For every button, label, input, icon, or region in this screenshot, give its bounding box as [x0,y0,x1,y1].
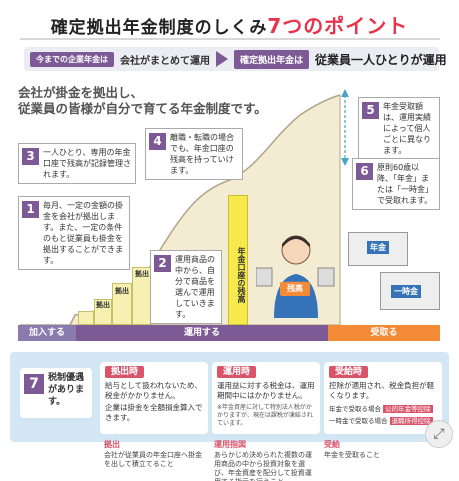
phase-join: 加入する [18,325,76,341]
bar-2: 拠出 [94,299,112,325]
bar-1 [78,311,94,325]
comparison-strip: 今までの企業年金は 会社がまとめて運用 確定拠出年金は 従業員一人ひとりが運用 [24,47,447,71]
phase-manage: 運用する [76,325,328,341]
glossary-manage: 運用指図 あらかじめ決められた複数の運用商品の中から投資対象を選び、年金資産を配… [214,440,312,481]
phase-receive: 受取る [328,325,440,341]
card-receive: 受給時 控除が適用され、税金負担が軽くなります。 年金で受取る場合 公的年金等控… [324,362,442,434]
balance-bar: 年金口座の残高 [228,195,248,325]
point-4: 4 離職・転職の場合でも、年金口座の残高を持っていけます。 [145,128,243,180]
lead-text: 会社が掛金を拠出し、 従業員の皆様が自分で育てる年金制度です。 [18,85,267,116]
balance-tag: 残高 [280,282,310,296]
after-tag: 確定拠出年金は [234,49,310,69]
point-5: 5 年金受取額は、運用実績によって個人ごとに異なります。 [358,97,440,160]
title-highlight: 7つのポイント [267,14,409,38]
title-main: 確定拠出年金制度のしくみ [50,18,268,38]
point-1: 1 毎月、一定の金額の掛金を会社が拠出します。また、一定の条件のもと従業員も掛金… [18,196,130,270]
card-manage: 運用時 運用益に対する税金は、運用期間中にはかかりません。 ※年金資産に対して特… [212,362,320,434]
card-contrib: 拠出時 給与として扱われないため、税金がかかりません。 企業は掛金を全額損金算入… [100,362,208,434]
bar-3: 拠出 [112,283,132,325]
point-7: 7 税制優遇があります。 [20,368,92,418]
contribution-bars: 拠出 拠出 拠出 [78,256,238,325]
glossary-receive: 受給 年金を受取ること [324,440,380,459]
point-2: 2 運用商品の中から、自分で商品を選んで運用していきます。 [150,250,222,324]
point-3: 3 一人ひとり、専用の年金口座で残高が記録管理されます。 [18,143,136,184]
bar-4: 拠出 [132,267,152,325]
glossary-contrib: 拠出 会社が従業員の年金口座へ掛金を出して積立てること [104,440,202,468]
lump-stack: 一時金 [380,272,440,310]
title-divider [20,38,440,40]
person-icon [256,235,335,318]
arrow-right-icon [216,51,228,67]
after-text: 従業員一人ひとりが運用 [315,52,447,67]
before-text: 会社がまとめて運用 [120,55,210,67]
pension-stack: 年金 [348,232,408,266]
page-title: 確定拠出年金制度のしくみ7つのポイント [0,10,459,39]
point-6: 6 原則60歳以降、「年金」または「一時金」で受取れます。 [352,158,440,210]
expand-button[interactable]: ⤢ [425,420,453,448]
before-tag: 今までの企業年金は [30,51,114,67]
expand-icon: ⤢ [433,426,445,442]
